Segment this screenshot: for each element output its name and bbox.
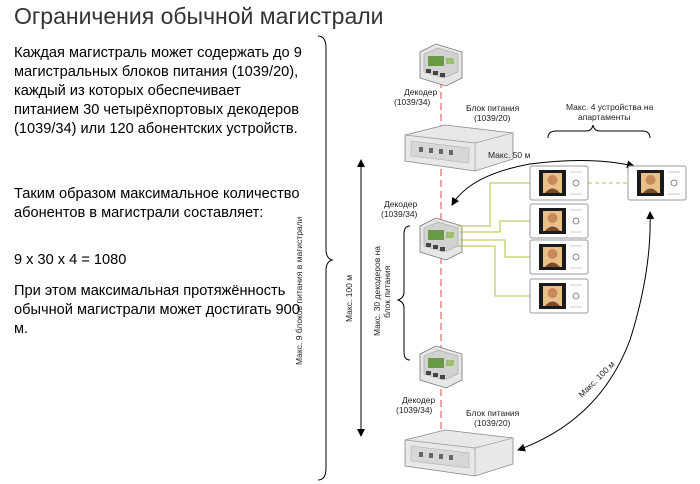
paragraph-formula: 9 x 30 x 4 = 1080 <box>14 252 127 268</box>
psu-top-label-2: (1039/20) <box>474 113 511 123</box>
paragraph-max-subscribers: Таким образом максимальное количество аб… <box>14 186 300 221</box>
psu-bottom-label-1: Блок питания <box>466 408 520 418</box>
monitor-4 <box>529 278 589 314</box>
max-decoders-label-2: блок питания <box>382 265 392 318</box>
max-devices-label-1: Макс. 4 устройства на <box>566 102 654 112</box>
decoders-brace <box>396 225 411 361</box>
paragraph-capacity: Каждая магистраль может содержать до 9 м… <box>14 45 302 137</box>
paragraph-max-length: При этом максимальная протяжённость обыч… <box>14 283 300 337</box>
decoder-bottom-label-1: Декодер <box>402 395 436 405</box>
max-decoders-label-1: Макс. 30 декодеров на <box>372 246 382 336</box>
yellow-wires <box>458 182 530 297</box>
page-title: Ограничения обычной магистрали <box>14 3 384 29</box>
decoder-mid-label-1: Декодер <box>384 199 418 209</box>
max-50-arrow <box>451 159 635 206</box>
max-devices-label-2: апартаменты <box>578 112 630 122</box>
decoder-top <box>419 43 463 87</box>
max-50-label: Макс. 50 м <box>488 150 531 160</box>
decoder-top-label-2: (1039/34) <box>394 97 431 107</box>
decoder-top-label-1: Декодер <box>404 87 438 97</box>
monitor-remote <box>627 165 687 201</box>
psu-bottom-label-2: (1039/20) <box>474 418 511 428</box>
decoder-mid-label-2: (1039/34) <box>381 209 418 219</box>
decoder-bottom <box>419 345 463 389</box>
left-brace <box>317 35 334 481</box>
monitor-1 <box>529 165 589 201</box>
max-100-vertical-label: Макс. 100 м <box>344 275 354 322</box>
max-100-diagonal-arrow <box>517 211 655 452</box>
monitor-3 <box>529 239 589 275</box>
psu-top-label-1: Блок питания <box>466 103 520 113</box>
psu-bottom <box>404 429 514 477</box>
devices-brace <box>547 124 651 139</box>
psu-top <box>404 124 514 172</box>
decoder-bottom-label-2: (1039/34) <box>396 405 433 415</box>
max-psu-label: Макс. 9 блоков питания в магистрали <box>294 216 304 365</box>
monitor-2 <box>529 203 589 239</box>
decoder-mid <box>419 217 463 261</box>
